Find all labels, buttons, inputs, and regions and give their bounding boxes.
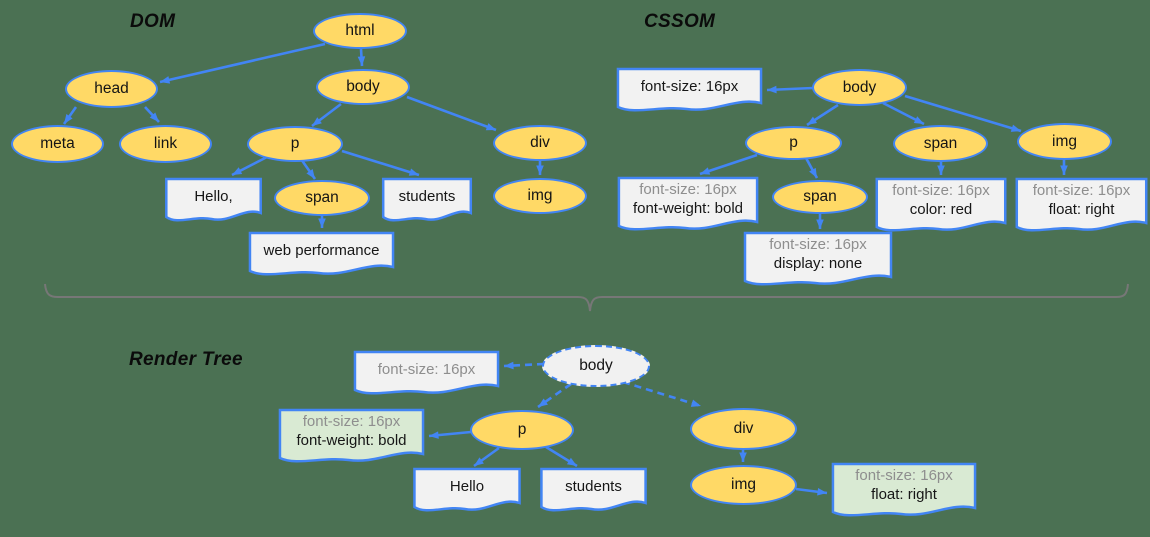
render-node-div: div [690,408,797,450]
render-textbox-hello: Hello [413,467,521,505]
document-shape [382,177,472,225]
arrowhead [485,123,496,131]
arrowhead [807,116,818,125]
render-node-body: body [542,345,650,387]
arrowhead [408,168,419,176]
dom-node-link: link [119,125,212,163]
arrowhead [690,399,701,407]
arrowhead [937,165,945,175]
arrowhead [700,167,711,175]
dom-section-title: DOM [130,11,176,32]
arrowhead [232,167,243,175]
merge-brace [44,283,1129,312]
arrowhead [1010,124,1021,132]
cssom-node-span-body: span [893,125,988,162]
document-shape [248,231,395,279]
dom-node-body: body [316,69,410,105]
dom-node-p: p [247,126,343,162]
arrowhead [913,116,924,124]
render-rulebox-body: font-size: 16px [353,350,500,388]
document-shape [875,177,1007,235]
arrowhead [149,112,159,122]
dom-node-div: div [493,125,587,161]
document-shape [616,67,763,115]
arrowhead [306,169,315,179]
document-shape [831,462,977,520]
arrowhead [318,218,326,228]
document-shape [617,176,759,234]
dom-textbox-hello: Hello, [165,177,262,215]
document-shape [743,231,893,289]
arrowhead [64,114,73,124]
cssom-node-img: img [1017,123,1112,160]
arrowhead [357,56,366,66]
render-node-img: img [690,465,797,505]
arrow-render-body-to-rule [503,362,545,368]
dom-textbox-students: students [382,177,472,215]
arrowhead [160,76,171,84]
dom-node-html: html [313,13,407,49]
document-shape [165,177,262,225]
arrow-dom-p-to-students [341,149,420,177]
arrowhead [504,361,514,370]
arrowhead [1060,165,1068,175]
dom-node-span: span [274,180,370,216]
cssom-section-title: CSSOM [644,11,716,32]
arrow-dom-body-to-div [406,95,497,132]
dom-node-meta: meta [11,125,104,163]
arrowhead [474,457,484,466]
arrow-dom-html-to-head [159,42,326,84]
cssom-node-body: body [812,69,907,106]
arrow-cssom-p-to-rule [699,153,758,176]
dom-textbox-web-performance: web performance [248,231,395,269]
arrowhead [566,457,577,466]
arrowhead [816,219,824,229]
arrow-render-body-to-div [622,380,702,408]
cssom-node-span-p: span [772,180,868,214]
arrowhead [312,117,322,126]
cssom-node-p: p [745,126,842,160]
arrowhead [817,488,827,496]
arrow-render-body-to-p [537,382,572,409]
cssom-rulebox-body: font-size: 16px [616,67,763,105]
document-shape [353,350,500,398]
arrowhead [739,452,747,462]
arrowhead [809,167,817,178]
arrowhead [538,398,548,407]
render-node-p: p [470,410,574,450]
arrowhead [767,85,777,94]
document-shape [540,467,647,515]
arrow-cssom-body-to-img [904,94,1022,133]
arrowhead [429,431,439,439]
document-shape [278,408,425,466]
render-textbox-students: students [540,467,647,505]
document-shape [413,467,521,515]
render-tree-section-title: Render Tree [129,349,243,370]
dom-node-head: head [65,70,158,108]
dom-node-img: img [493,178,587,214]
document-shape [1015,177,1148,235]
arrowhead [536,165,544,175]
